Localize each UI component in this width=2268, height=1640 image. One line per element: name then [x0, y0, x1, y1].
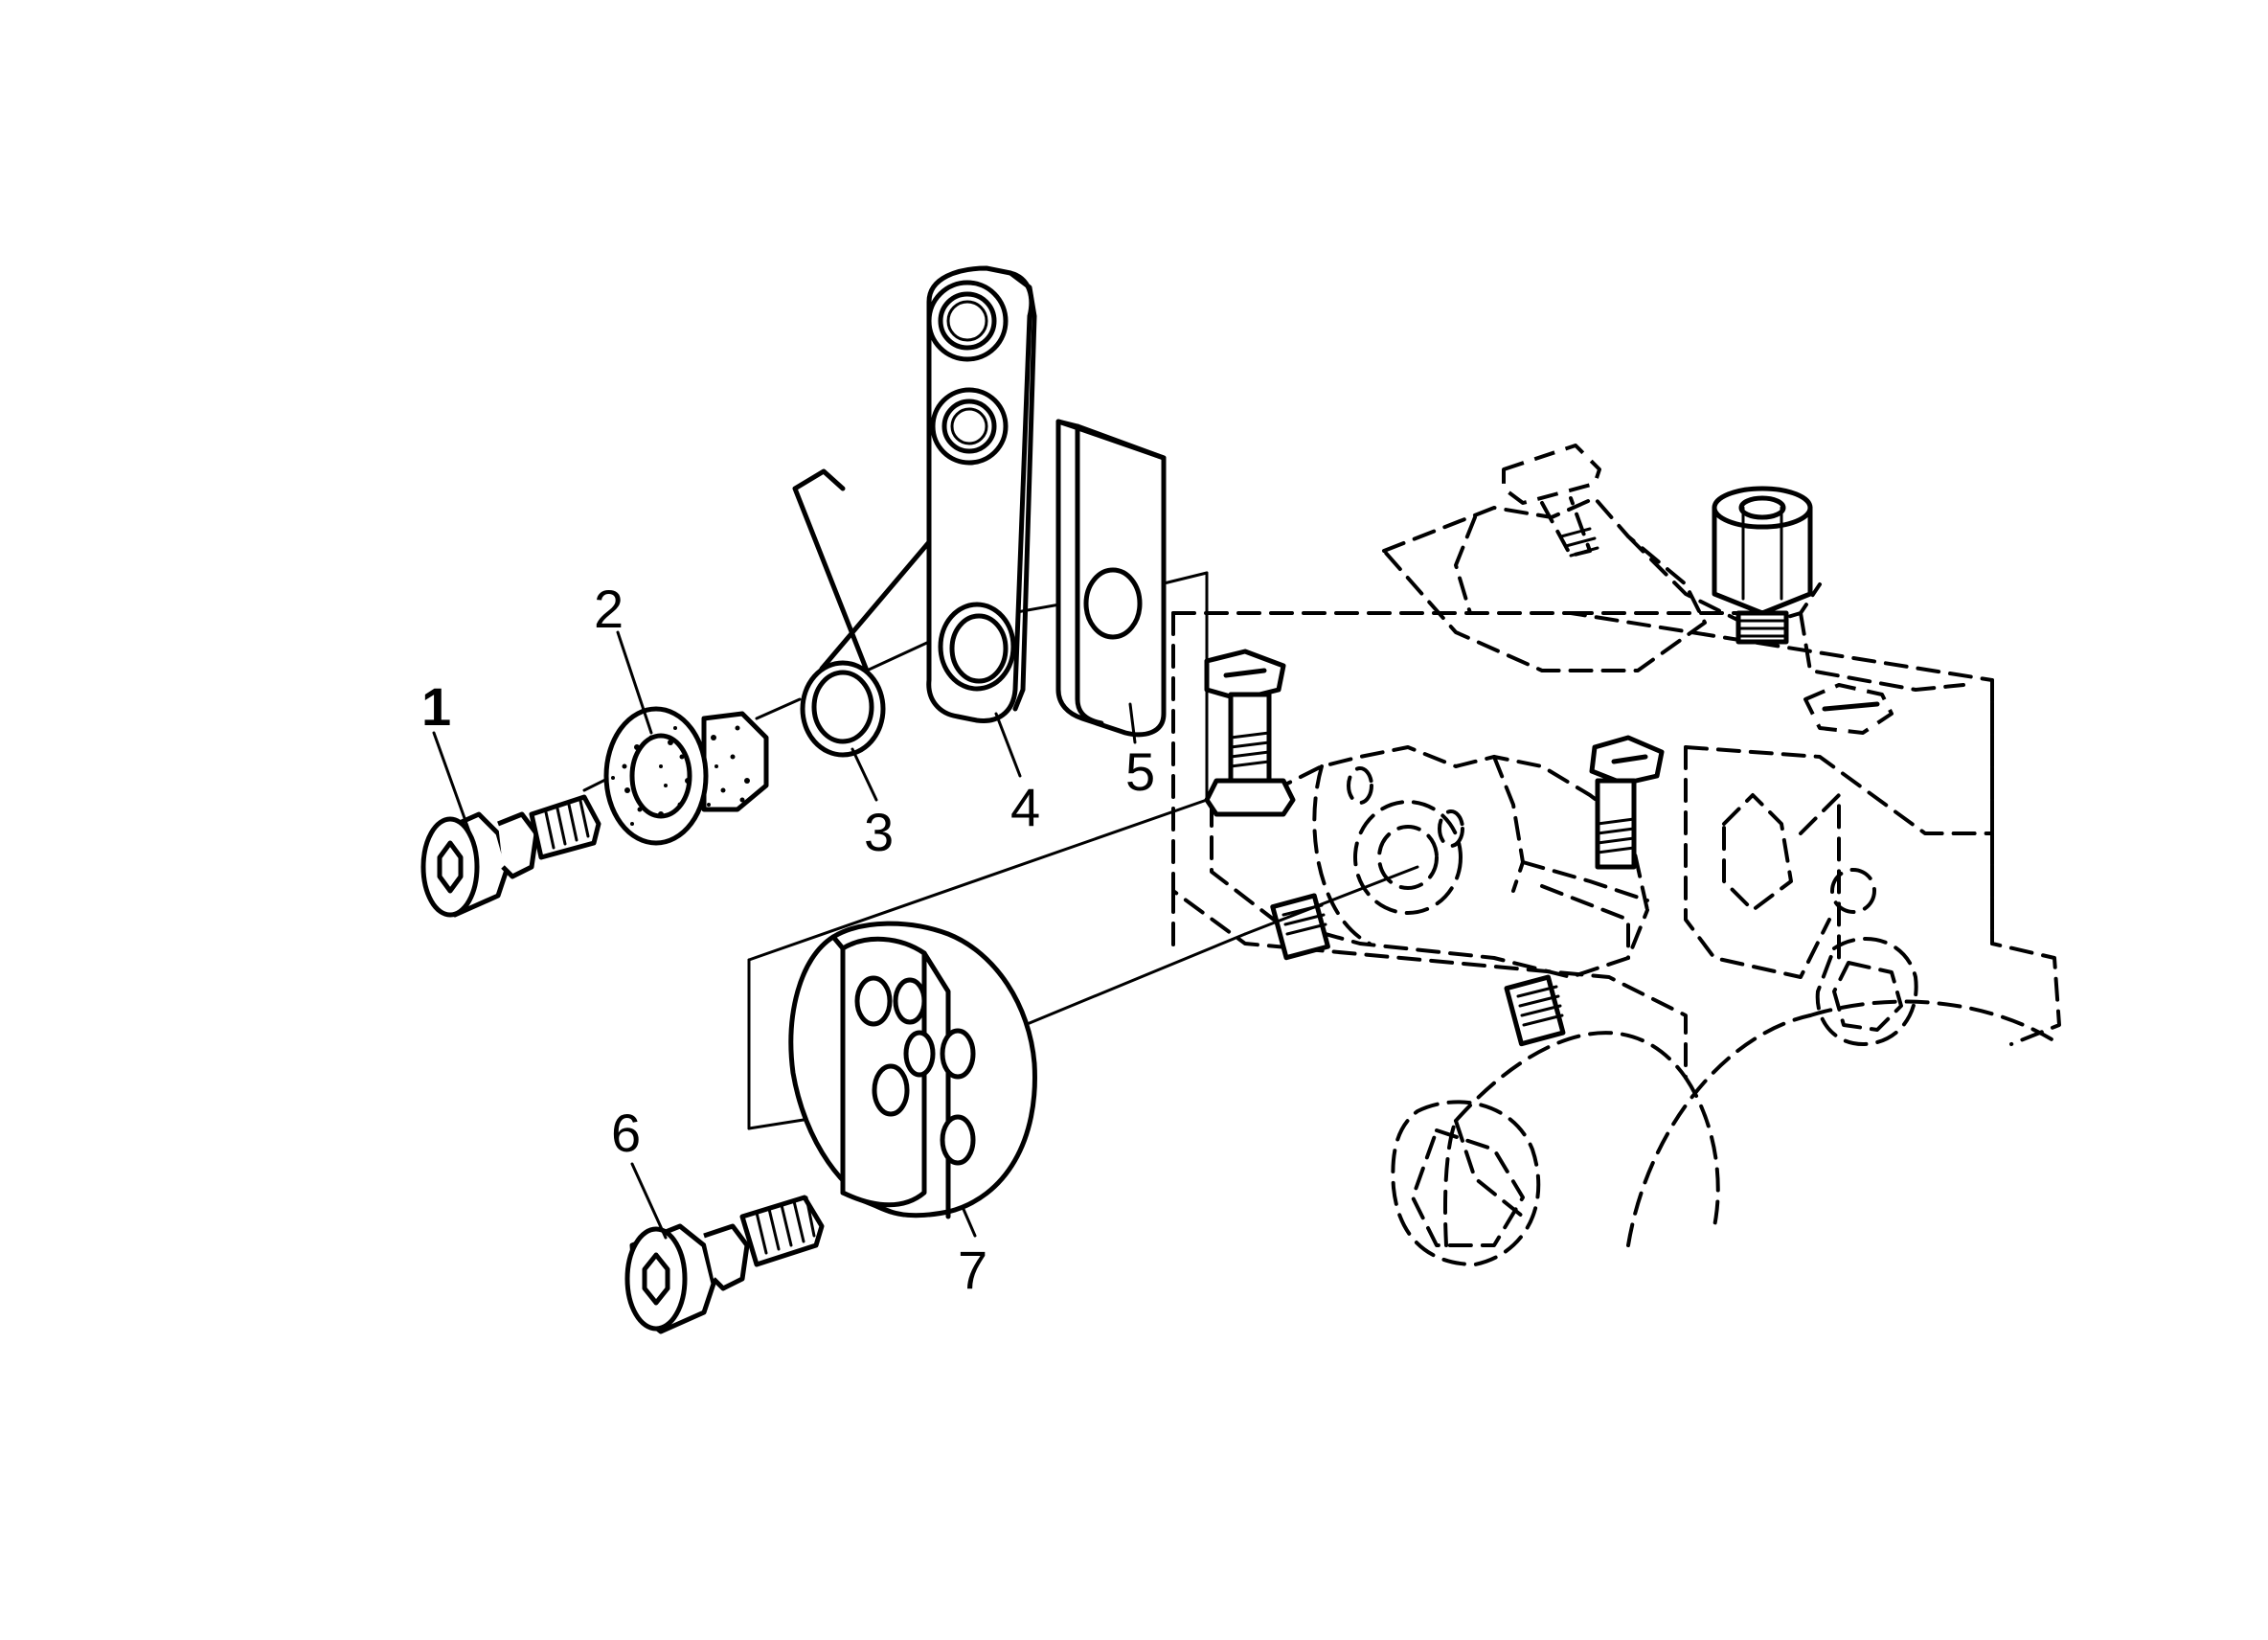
- assembly-guides: [582, 571, 1419, 1130]
- top-dashed-screw: [1502, 444, 1601, 558]
- part-7-disc-block: [788, 921, 1037, 1219]
- leader-1: [432, 731, 471, 833]
- callout-labels: 1 2 3 4 5 6 7: [421, 579, 1155, 1300]
- right-bracket-bolt: [1589, 735, 1665, 870]
- part-4-lever: [926, 265, 1037, 724]
- part-2-bushing: [603, 706, 769, 846]
- left-stud-bolt: [1204, 649, 1296, 817]
- right-hex-cap: [1803, 683, 1894, 735]
- top-hex-nut: [1712, 486, 1813, 645]
- leader-4: [994, 712, 1022, 778]
- leader-7: [961, 1205, 977, 1238]
- leader-2: [616, 630, 653, 735]
- part-5-flat-plate: [1055, 419, 1167, 738]
- leader-5: [1128, 702, 1137, 744]
- callout-1: 1: [421, 676, 451, 737]
- part-1-cap-screw: [420, 794, 601, 918]
- phantom-housing: [1171, 496, 2061, 1266]
- housing-hardware: [1204, 444, 1894, 1047]
- callout-4: 4: [1010, 777, 1040, 837]
- part-6-cap-screw: [624, 1195, 825, 1334]
- callout-6: 6: [611, 1103, 641, 1163]
- callout-3: 3: [864, 802, 894, 862]
- callout-7: 7: [958, 1240, 987, 1300]
- lower-studs: [1270, 893, 1566, 1047]
- callout-5: 5: [1125, 741, 1155, 802]
- part-3-torsion-spring: [792, 468, 951, 758]
- leader-lines: [432, 630, 1137, 1240]
- leader-6: [630, 1162, 668, 1240]
- leader-3: [850, 747, 878, 802]
- callout-2: 2: [594, 579, 624, 639]
